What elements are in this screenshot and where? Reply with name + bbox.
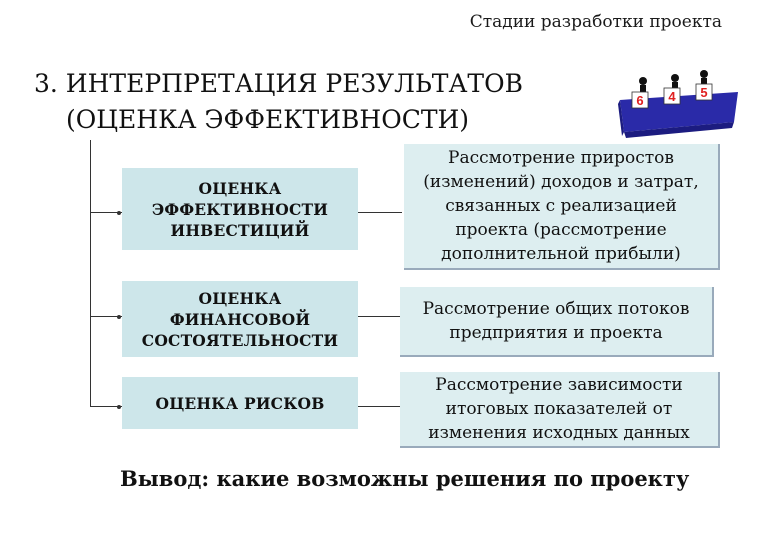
box-line: предприятия и проекта bbox=[449, 323, 663, 343]
box-line: итоговых показателей от bbox=[445, 399, 673, 419]
box-line: Рассмотрение приростов bbox=[448, 148, 674, 168]
box-line: изменения исходных данных bbox=[428, 423, 690, 443]
score-card bbox=[695, 83, 713, 101]
connector-left-1 bbox=[90, 212, 122, 213]
score-2: 4 bbox=[668, 89, 676, 104]
judges-table bbox=[620, 92, 738, 132]
connector-mid-1 bbox=[358, 212, 402, 213]
box-line: проекта (рассмотрение bbox=[455, 220, 667, 240]
stage-box-financial-solvency: ОЦЕНКА ФИНАНСОВОЙ СОСТОЯТЕЛЬНОСТИ bbox=[122, 281, 358, 357]
box-line: Рассмотрение зависимости bbox=[435, 375, 683, 395]
box-line: дополнительной прибыли) bbox=[441, 244, 681, 264]
stage-box-risk-assessment: ОЦЕНКА РИСКОВ bbox=[122, 377, 358, 429]
slide-title: 3. ИНТЕРПРЕТАЦИЯ РЕЗУЛЬТАТОВ (ОЦЕНКА ЭФФ… bbox=[34, 66, 523, 138]
box-line: СОСТОЯТЕЛЬНОСТИ bbox=[141, 330, 339, 350]
tree-trunk bbox=[90, 140, 91, 407]
connector-mid-2 bbox=[358, 316, 400, 317]
connector-left-3 bbox=[90, 406, 122, 407]
connector-mid-3 bbox=[358, 406, 400, 407]
box-line: ФИНАНСОВОЙ bbox=[169, 309, 311, 329]
description-box-sensitivity: Рассмотрение зависимости итоговых показа… bbox=[400, 372, 720, 448]
box-line: ИНВЕСТИЦИЙ bbox=[170, 220, 310, 240]
box-line: ОЦЕНКА bbox=[198, 288, 282, 308]
score-3: 5 bbox=[700, 85, 707, 100]
stage-box-investment-efficiency: ОЦЕНКА ЭФФЕКТИВНОСТИ ИНВЕСТИЦИЙ bbox=[122, 168, 358, 250]
box-line: ОЦЕНКА РИСКОВ bbox=[155, 393, 325, 413]
connector-dot bbox=[117, 405, 121, 409]
description-box-increments: Рассмотрение приростов (изменений) доход… bbox=[404, 144, 720, 270]
box-line: ОЦЕНКА bbox=[198, 178, 282, 198]
box-line: связанных с реализацией bbox=[445, 196, 677, 216]
title-line-2: (ОЦЕНКА ЭФФЕКТИВНОСТИ) bbox=[66, 105, 470, 134]
box-line: ЭФФЕКТИВНОСТИ bbox=[151, 199, 329, 219]
slide-subtitle: Стадии разработки проекта bbox=[469, 12, 722, 32]
connector-dot bbox=[117, 211, 121, 215]
judges-table-illustration: 6 4 5 bbox=[618, 70, 738, 138]
box-line: Рассмотрение общих потоков bbox=[422, 299, 690, 319]
score-1: 6 bbox=[636, 93, 643, 108]
box-line: (изменений) доходов и затрат, bbox=[423, 172, 699, 192]
description-box-flows: Рассмотрение общих потоков предприятия и… bbox=[400, 287, 714, 357]
connector-dot bbox=[117, 315, 121, 319]
score-card bbox=[663, 87, 681, 105]
score-card bbox=[631, 91, 649, 109]
connector-left-2 bbox=[90, 316, 122, 317]
title-line-1: 3. ИНТЕРПРЕТАЦИЯ РЕЗУЛЬТАТОВ bbox=[34, 69, 523, 98]
conclusion-text: Вывод: какие возможны решения по проекту bbox=[120, 466, 690, 491]
